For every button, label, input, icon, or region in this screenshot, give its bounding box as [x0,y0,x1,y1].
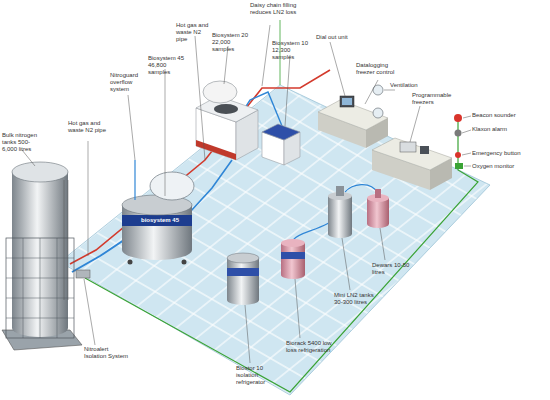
tank-valve [336,186,344,196]
callout-label: Oxygen monitor [472,163,532,170]
callout-label: Biorack 5400 low loss refrigeration [286,340,332,354]
bulk-tank [2,162,82,350]
biosystem-45-vessel [122,160,194,265]
alarm-wiring [85,118,478,392]
callout-label: biosystem 45 [132,217,188,224]
callout-label: Biosystem 20 22,000 samples [212,32,250,53]
tiled-floor [60,85,490,395]
leader-line [22,25,471,363]
klaxon-alarm [455,130,462,137]
oxygen-monitor [455,163,463,169]
callout-label: Daisy chain filling reduces LN2 loss [250,2,304,16]
callout-label: Datalogging freezer control [356,62,402,76]
dewar-neck [375,189,381,198]
vessel-band [122,215,192,226]
callout-label: Beacon sounder [472,112,532,119]
callout-label: Nitroalert Isolation System [84,346,132,360]
vessel-lid [150,172,194,200]
callout-label: Biosystem 10 12,300 samples [272,40,310,61]
cabinet-top [262,124,300,140]
cabinet-lid [203,81,237,103]
callout-label: Klaxon alarm [472,126,532,133]
biosystem-10-cabinet [262,124,300,165]
biostor-vessel [227,253,259,305]
vessel-top [281,239,305,247]
ln2-pipe [190,160,232,212]
callout-label: Nitroguard overflow system [110,72,146,93]
vessel-body [227,258,259,300]
callout-label: Bulk nitrogen tanks 500-6,000 litres [2,132,42,153]
mini-ln2-tank [328,186,352,238]
emergency-button [455,152,461,158]
callout-label: Biosystem 45 46,800 samples [148,55,184,76]
castor [128,260,133,265]
nitroalert-box [76,270,90,278]
beacon-sounder [454,114,462,122]
callout-label: Hot gas and waste N2 pipe [176,22,212,43]
vessel-band [281,252,305,259]
vessel-band [227,268,259,276]
ln2-hose [345,185,378,193]
callout-label: Mini LN2 tanks 30-300 litres [334,292,378,306]
freezer-controller [420,146,429,154]
callout-label: Ventilation [390,82,424,89]
vessel-body [281,243,305,275]
tank-body [328,196,352,234]
desk-top [372,138,452,170]
callout-label: Dial out unit [316,34,350,41]
biosystem-20-cabinet [196,81,258,160]
dewar [367,189,389,228]
callout-label: Dewars 10-50 litres [372,262,412,276]
callout-label: Emergency button [472,150,532,157]
datalogging-desk [318,96,388,148]
tank-top [12,162,68,182]
overflow-pipe [134,160,135,200]
cabinet-band [196,140,236,160]
freezer-desk [372,138,452,190]
computer-monitor [340,96,354,107]
biorack-vessel [281,239,305,279]
programmable-freezer [400,142,416,152]
vessel-top [227,253,259,263]
ln2-pipe [72,236,130,272]
cabinet-opening [214,104,238,114]
castor [182,260,187,265]
ventilation-grille [373,108,383,118]
monitor-screen [342,98,352,105]
callout-label: Hot gas and waste N2 pipe [68,120,110,134]
tank-ladder [64,180,68,300]
callout-label: Biostor 10 isolation refrigerator [236,365,282,386]
callout-label: Programmable freezers [412,92,458,106]
